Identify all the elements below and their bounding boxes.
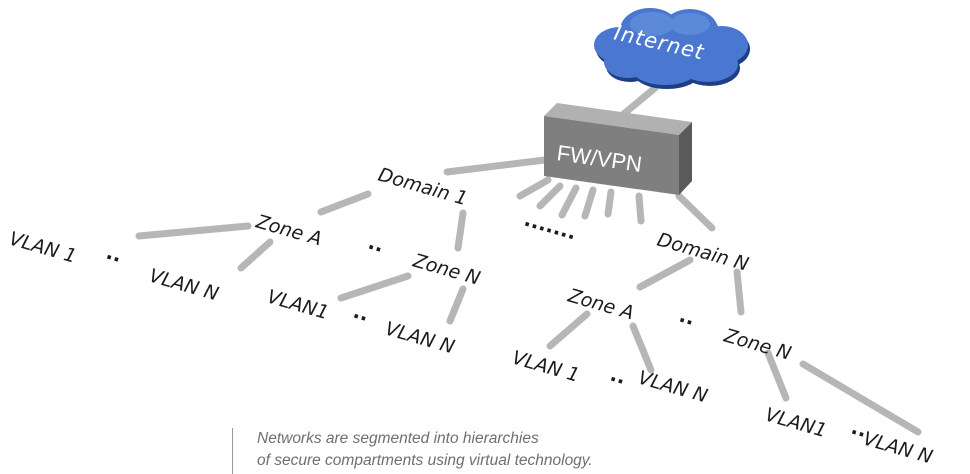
link-domainN-zoneN	[733, 268, 745, 316]
vlan-n-b-label: VLAN N	[383, 318, 457, 359]
link-firewall-domain1	[443, 156, 549, 176]
link-fw-dots-3	[558, 184, 580, 219]
vlan-n-c-label: VLAN N	[636, 367, 710, 408]
ellipsis-zones-left: ..	[366, 230, 387, 257]
zone-n-left-label: Zone N	[410, 249, 483, 289]
zone-n-right-label: Zone N	[721, 324, 794, 364]
link-fw-dots-6	[635, 192, 645, 225]
caption-line-2: of secure compartments using virtual tec…	[257, 452, 593, 469]
ellipsis-vlan-d: ..	[849, 415, 870, 442]
link-fw-dots-2	[536, 182, 564, 210]
vlan-1-b-label: VLAN1	[265, 286, 332, 324]
vlan-n-d-label: VLAN N	[861, 428, 935, 469]
link-domain1-zoneN	[454, 209, 467, 252]
link-zoneN-vlan1	[337, 272, 412, 302]
ellipsis-zones-right: ..	[677, 303, 698, 330]
link-zoneN-right-vlan1	[764, 349, 790, 402]
ellipsis-vlan-c: ..	[608, 362, 629, 389]
caption: Networks are segmented into hierarchies …	[232, 428, 652, 474]
link-zoneN-right-vlanN	[799, 360, 922, 436]
link-firewall-domainN	[675, 192, 716, 232]
vlan-1-a-label: VLAN 1	[7, 228, 79, 268]
link-domainN-zoneA	[636, 256, 694, 291]
vlan-1-d-label: VLAN1	[763, 404, 830, 442]
link-fw-dots-5	[604, 188, 615, 218]
internet-cloud: Internet	[594, 8, 750, 89]
firewall-box: FW/VPN	[544, 103, 692, 195]
link-zoneA-right-vlan1	[546, 310, 591, 350]
link-fw-dots-4	[581, 186, 597, 220]
ellipsis-vlan-b: ..	[351, 299, 372, 326]
vlan-n-a-label: VLAN N	[147, 265, 221, 306]
vlan-1-c-label: VLAN 1	[510, 347, 582, 387]
link-zoneA-right-vlanN	[629, 322, 655, 374]
ellipsis-vlan-a: ..	[104, 240, 125, 267]
link-fw-dots-1	[516, 176, 552, 200]
link-zoneA-vlanN	[237, 238, 274, 272]
connection-lines	[135, 84, 922, 436]
zone-a-right-label: Zone A	[565, 284, 637, 324]
caption-line-1: Networks are segmented into hierarchies	[257, 430, 539, 447]
link-zoneN-vlanN	[446, 285, 467, 325]
link-zoneA-vlan1	[135, 222, 252, 240]
ellipsis-domains: .......	[522, 207, 580, 245]
link-cloud-firewall	[616, 84, 659, 121]
link-domain1-zoneA	[317, 190, 372, 216]
